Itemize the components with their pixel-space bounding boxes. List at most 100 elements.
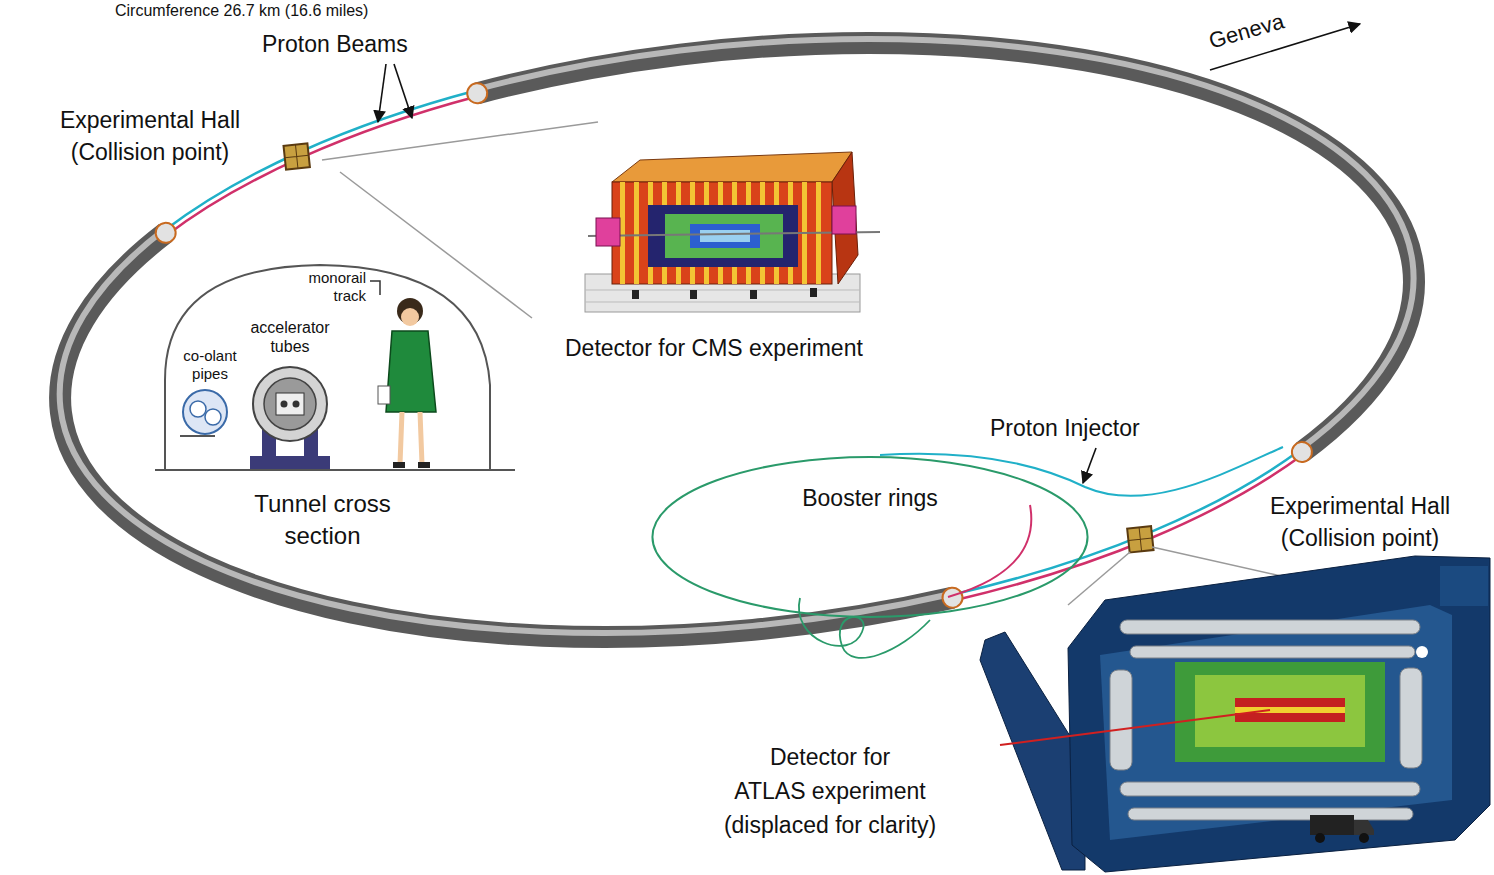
tunnel-arch (165, 265, 490, 470)
coolant-pipes (180, 390, 227, 436)
cms-detector (690, 290, 697, 299)
person-figure (378, 386, 390, 404)
cms-detector (648, 205, 798, 267)
atlas-detector (1195, 675, 1365, 747)
lhc-ring (475, 0, 1431, 534)
atlas-detector (1068, 556, 1490, 872)
person-figure (393, 462, 405, 468)
leader-line (340, 172, 532, 318)
detector-label: Detector for CMS experiment (565, 334, 1005, 362)
atlas-detector (1235, 698, 1345, 722)
booster-ring-ellipse (652, 457, 1087, 617)
booster-ring: Booster rings (648, 452, 1092, 622)
pointer-arrow (378, 64, 386, 122)
circumference-note: Circumference 26.7 km (16.6 miles) (115, 1, 445, 20)
leader-line (322, 122, 598, 160)
truck-icon (1310, 815, 1354, 835)
person-figure (418, 462, 430, 468)
coolant-pipes (183, 390, 227, 434)
atlas-detector (1416, 646, 1428, 658)
tube-end-cap (155, 222, 177, 244)
accelerator-tube (253, 367, 327, 441)
atlas-detector (1000, 710, 1270, 745)
proton-beam (154, 9, 1313, 679)
leader-line (322, 122, 1290, 605)
cms-detector (665, 214, 783, 258)
atlas-detector (1120, 620, 1420, 634)
atlas-detector (1110, 670, 1132, 770)
accelerator-tube (264, 378, 316, 430)
detector-label: Detector for ATLAS experiment (displaced… (680, 740, 980, 842)
proton-injector-line (880, 447, 1283, 496)
coolant-pipes (205, 409, 221, 425)
experimental-hall (284, 143, 310, 169)
accelerator-tube (293, 401, 300, 408)
monorail-bracket (370, 281, 380, 295)
hall-label: Experimental Hall (Collision point) (15, 104, 285, 168)
cms-detector (634, 182, 639, 284)
tube-end-cap (942, 587, 964, 609)
tunnel-cross-section: monorail track accelerator tubesco-olant … (150, 255, 520, 560)
direction-label: Geneva (1206, 7, 1290, 54)
accelerator-tube (250, 367, 330, 470)
figure-caption: Tunnel cross section (210, 488, 435, 552)
pointer-arrow (378, 24, 1360, 483)
cms-detector (810, 288, 817, 297)
pointer-arrow (1083, 448, 1096, 483)
tunnel-floor (155, 469, 515, 471)
cms-detector (612, 152, 852, 182)
person-figure (401, 308, 419, 326)
experimental-hall (1127, 526, 1153, 552)
part-label: accelerator tubes (240, 318, 340, 356)
atlas-detector (1400, 668, 1422, 768)
truck-icon (1354, 820, 1374, 835)
cms-detector (750, 290, 757, 299)
proton-injector-line (948, 505, 1031, 597)
tube-end-cap (1291, 441, 1313, 463)
accelerator-tube (281, 401, 288, 408)
cms-detector (832, 152, 858, 284)
booster-ring-outline (648, 452, 1092, 622)
person-figure (400, 412, 422, 464)
atlas-detector (1128, 808, 1413, 820)
leader-line (1152, 547, 1290, 578)
atlas-detector (1130, 646, 1415, 658)
accelerator-tube (276, 393, 304, 415)
atlas-detector (1120, 782, 1420, 796)
experimental-hall (284, 60, 1154, 636)
truck-icon (1310, 815, 1374, 843)
ring-label: Booster rings (648, 484, 1092, 512)
proton-beam (941, 449, 1313, 595)
tube-end-cap (144, 1, 1325, 687)
atlas-detector (1440, 566, 1488, 606)
accelerator-tube (250, 456, 330, 470)
cms-detector (596, 218, 620, 246)
tube-end-cap (466, 82, 488, 104)
coolant-pipes (190, 401, 206, 417)
proton-injector-line (799, 598, 930, 658)
cms-detector (585, 152, 880, 312)
cms-detector (632, 290, 639, 299)
pointer-arrow (394, 64, 412, 118)
lhc-ring (475, 0, 1431, 530)
experimental-hall (284, 143, 310, 169)
monorail-bracket (370, 281, 380, 295)
cms-detector (700, 230, 750, 242)
cms-detector (585, 290, 860, 302)
coolant-pipes (180, 435, 215, 437)
person-figure (378, 298, 436, 468)
atlas-detector (1100, 605, 1452, 840)
cms-detector (832, 206, 856, 234)
cms-detector (620, 182, 625, 284)
truck-icon (1315, 833, 1325, 843)
injector-label: Proton Injector (990, 414, 1215, 442)
beam-label: Proton Beams (262, 30, 412, 58)
experimental-hall (1127, 526, 1153, 552)
truck-icon (1359, 833, 1369, 843)
hall-label: Experimental Hall (Collision point) (1232, 490, 1488, 554)
part-label: monorail track (270, 269, 366, 305)
person-figure (386, 331, 436, 412)
atlas-detector (980, 556, 1490, 872)
part-label: co-olant pipes (175, 347, 245, 383)
